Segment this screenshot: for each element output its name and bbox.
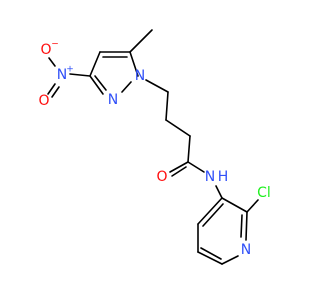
- atom-labels: O − N + O N N O N H Cl N: [38, 40, 270, 259]
- bonds: [47, 29, 259, 265]
- bond-chain-1: [165, 91, 169, 121]
- bond-chain-2: [165, 119, 191, 137]
- bond-py-c2-n-double: [240, 214, 243, 238]
- bond-c2-cl: [246, 199, 259, 213]
- atom-chloro: Cl: [257, 185, 271, 201]
- atom-pyrazole-n1: N: [135, 68, 145, 84]
- bond-carbonyl: [169, 161, 189, 173]
- atom-nitro-o-minus: O: [40, 42, 51, 58]
- bond-nitro-n-o: [47, 83, 56, 95]
- atom-amide-h: H: [218, 169, 229, 185]
- bond-n1-ch2: [145, 79, 169, 93]
- bond-c3-nitro-n: [69, 73, 91, 77]
- atom-nitro-o: O: [38, 93, 49, 109]
- atom-pyridine-n: N: [241, 242, 251, 258]
- bond-methyl-c5: [129, 29, 153, 53]
- bond-nitro-n-ominus: [48, 57, 56, 67]
- bond-n2-n1: [121, 81, 132, 93]
- bond-py-c4-c3-double: [202, 203, 224, 227]
- structure-canvas: O − N + O N N O N H Cl N: [38, 29, 271, 265]
- bond-nitro-n-o-double: [51, 86, 60, 98]
- bond-c3-n2-double: [94, 75, 107, 91]
- bond-py-c6-c5: [197, 251, 223, 265]
- bond-chain-3: [187, 135, 191, 163]
- bond-py-n-c6: [221, 255, 239, 265]
- charge-minus: −: [51, 40, 59, 50]
- bond-py-c2-n: [245, 211, 248, 241]
- bond-py-c6-c5-double: [200, 247, 222, 260]
- bond-c3-n2: [89, 75, 104, 95]
- bond-py-c4-c3: [197, 197, 223, 225]
- atom-amide-o: O: [156, 169, 167, 185]
- atom-pyrazole-n2: N: [108, 92, 118, 108]
- bond-c4-c3: [89, 51, 101, 77]
- bond-carbonyl-double: [171, 166, 187, 177]
- bond-py-c3-c2: [221, 197, 248, 213]
- atom-amide-n: N: [205, 169, 215, 185]
- bond-c-nh: [187, 161, 205, 173]
- charge-plus: +: [66, 65, 74, 75]
- atom-nitro-n: N: [57, 67, 67, 83]
- bond-c5-n1: [129, 51, 139, 77]
- molecule-structure: O − N + O N N O N H Cl N: [38, 29, 271, 265]
- bond-nh-pyridine: [215, 185, 223, 199]
